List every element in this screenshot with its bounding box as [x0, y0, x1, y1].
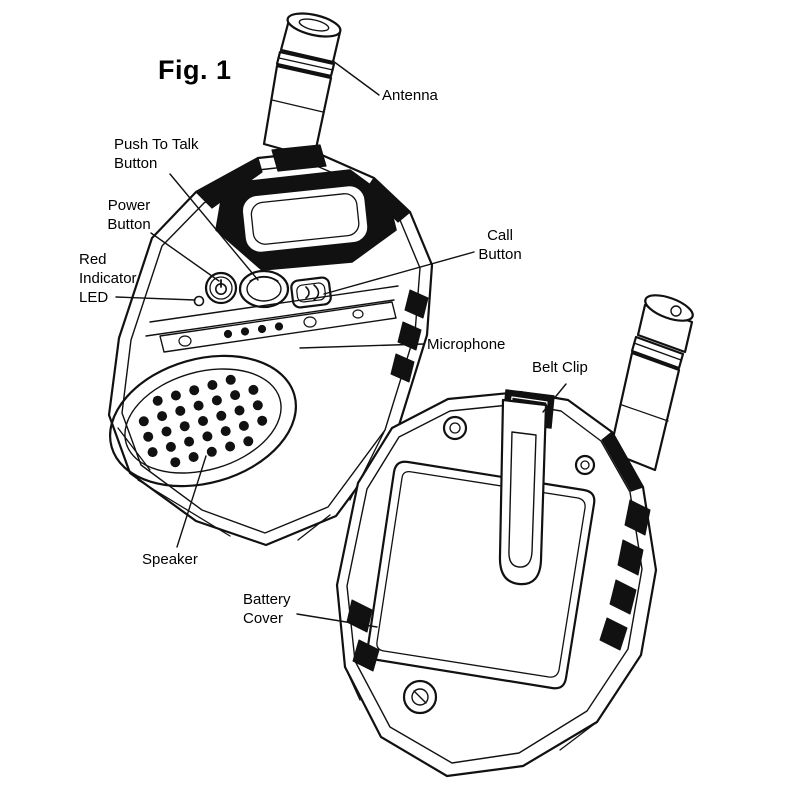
label-speaker: Speaker: [142, 551, 198, 568]
battery-cover-panel: [368, 462, 595, 689]
back-body: [337, 392, 656, 776]
belt-clip: [500, 390, 554, 584]
leader-led: [116, 297, 195, 300]
figure-title: Fig. 1: [158, 55, 232, 85]
leader-power: [151, 233, 219, 281]
front-mid-band: [146, 286, 398, 352]
leader-microphone: [300, 344, 424, 348]
ptt-button: [240, 271, 288, 307]
leader-ptt: [170, 174, 258, 280]
leader-antenna: [333, 61, 379, 95]
call-button: [291, 277, 332, 308]
leader-lines: [116, 61, 566, 627]
label-battery-cover: Battery Cover: [243, 591, 291, 627]
red-indicator-led: [195, 297, 204, 306]
label-antenna: Antenna: [382, 87, 438, 104]
speaker-grille-holes: [138, 374, 268, 468]
call-icon: [306, 287, 309, 298]
label-red-led: Red Indicator LED: [79, 251, 137, 306]
battery-cover-screw: [404, 681, 436, 713]
speaker-grille: [95, 335, 312, 507]
leader-speaker: [177, 456, 206, 547]
label-belt-clip: Belt Clip: [532, 359, 588, 376]
antenna-mount: [272, 145, 326, 171]
front-antenna: [264, 9, 343, 158]
back-side-grip-left: [347, 600, 379, 671]
leader-belt-clip: [543, 384, 566, 412]
front-screen: [216, 170, 396, 270]
leader-call: [324, 252, 474, 294]
back-facet-lines: [345, 667, 597, 760]
power-button: [206, 273, 236, 303]
microphone-holes: [179, 310, 363, 346]
leader-battery-cover: [297, 614, 377, 627]
label-call-button: Call Button: [478, 227, 522, 263]
back-side-grip-right: [600, 500, 650, 650]
label-microphone: Microphone: [427, 336, 506, 353]
label-power-button: Power Button: [107, 197, 151, 233]
front-side-grip: [391, 290, 428, 382]
label-ptt-button: Push To Talk Button: [114, 136, 199, 172]
back-antenna: [610, 290, 696, 470]
